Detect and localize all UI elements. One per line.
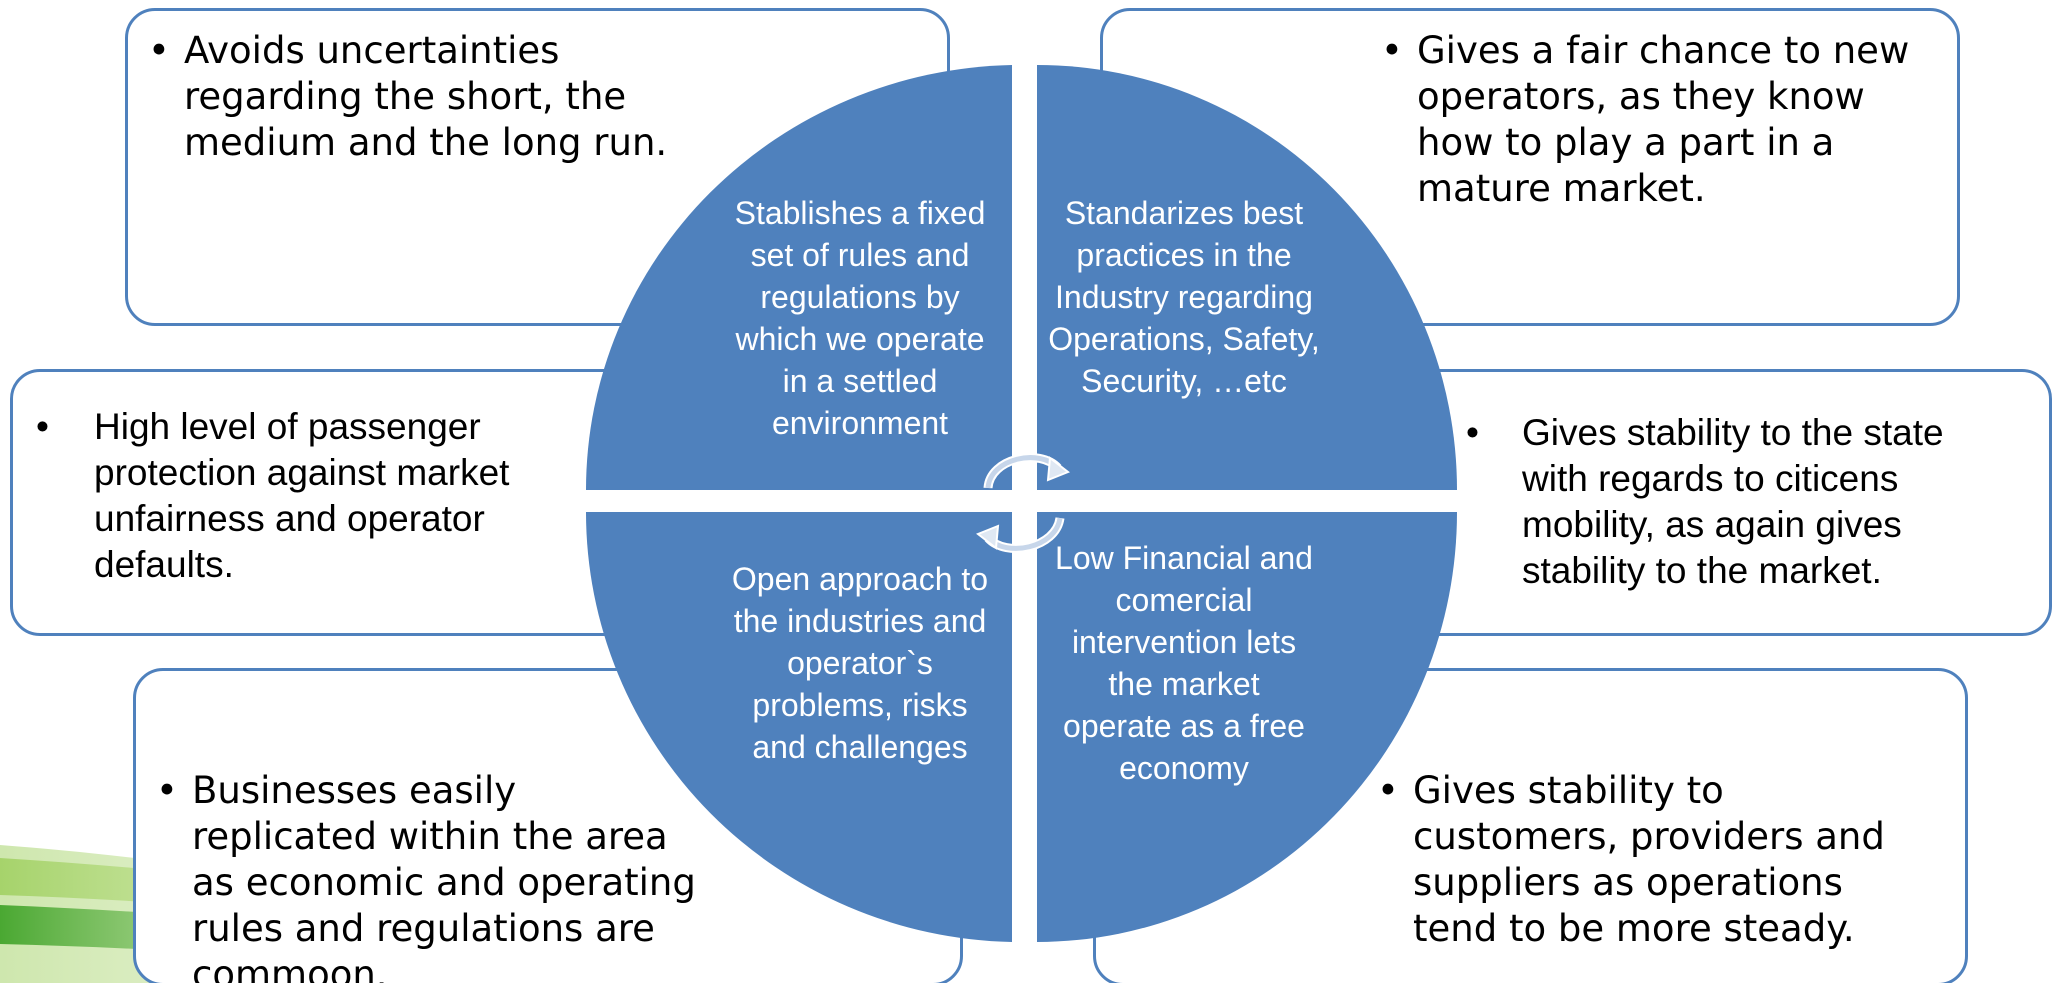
quadrant-bottom-right bbox=[1037, 512, 1457, 942]
bullet-icon: • bbox=[1381, 29, 1403, 72]
quadrant-bottom-left bbox=[586, 512, 1012, 942]
box-top-right-text: • Gives a fair chance to new operators, … bbox=[1381, 29, 1910, 210]
quadrant-bottom-right-text: Low Financial and comercial intervention… bbox=[1055, 540, 1313, 786]
quadrant-bottom-left-text: Open approach to the industries and oper… bbox=[731, 561, 989, 765]
quadrant-top-right-text: Standarizes best practices in the Indust… bbox=[1048, 195, 1320, 399]
bullet-icon: • bbox=[36, 406, 49, 447]
bullet-icon: • bbox=[1466, 412, 1479, 453]
bullet-icon: • bbox=[148, 29, 170, 72]
box-top-left-text: • Avoids uncertainties regarding the sho… bbox=[148, 29, 668, 164]
bullet-icon: • bbox=[1377, 769, 1399, 812]
box-mid-left-text: • High level of passenger protection aga… bbox=[36, 406, 510, 585]
quadrant-top-left-text: Stablishes a fixed set of rules and regu… bbox=[734, 195, 986, 441]
box-bottom-left-text: • Businesses easily replicated within th… bbox=[156, 769, 696, 983]
bullet-icon: • bbox=[156, 769, 178, 812]
cycle-arrows-icon bbox=[976, 453, 1070, 553]
quadrant-top-left bbox=[586, 65, 1012, 490]
box-bottom-right-text: • Gives stability to customers, provider… bbox=[1377, 769, 1885, 950]
quadrant-top-right bbox=[1037, 65, 1457, 490]
box-mid-right-text: • Gives stability to the state with rega… bbox=[1466, 412, 1944, 591]
